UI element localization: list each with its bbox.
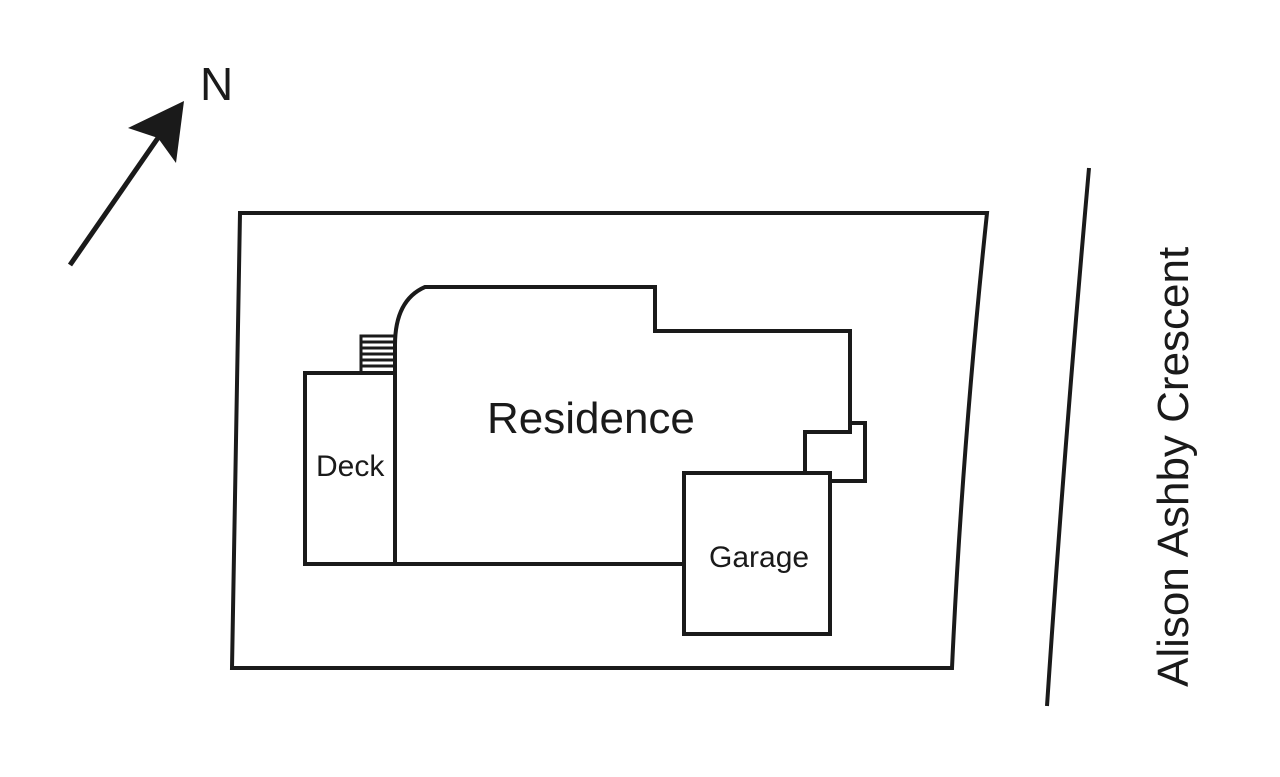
garage-outline: [682, 471, 832, 636]
lot-boundary: [229, 211, 990, 670]
entry-bumpout: [803, 421, 867, 483]
street-name-label: Alison Ashby Crescent: [1149, 247, 1198, 687]
north-arrow-icon: [67, 101, 184, 267]
residence-label: Residence: [487, 394, 695, 443]
deck-outline: [303, 371, 397, 566]
north-label: N: [200, 58, 233, 110]
deck-label: Deck: [316, 450, 385, 483]
garage-label: Garage: [709, 541, 809, 574]
street-curb-line: [1045, 167, 1091, 707]
deck-stairs: [359, 334, 397, 375]
